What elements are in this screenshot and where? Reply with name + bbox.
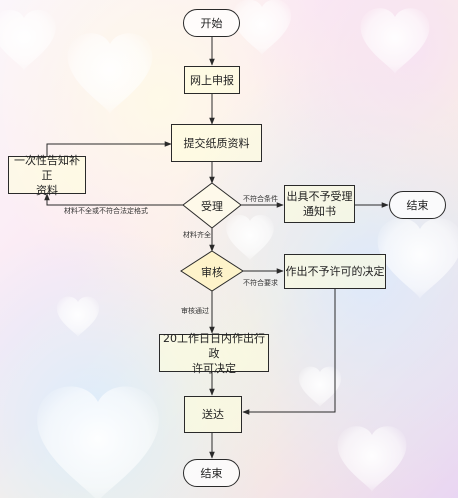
arrow-deny-to-deliver xyxy=(242,289,336,415)
edge-label-review-passed: 审核通过 xyxy=(181,307,209,315)
edge-label-materials-complete: 材料齐全 xyxy=(183,231,211,239)
online-apply-box: 网上申报 xyxy=(184,66,240,94)
arrow-supplement-to-submit xyxy=(46,141,172,156)
permit-decision-box: 20工作日日内作出行政 许可决定 xyxy=(159,331,269,375)
permit-decision-label-1: 20工作日日内作出行政 xyxy=(163,331,265,360)
reject-notice-label-2: 通知书 xyxy=(303,205,336,218)
start-terminal: 开始 xyxy=(183,9,240,37)
notify-supplement-label-2: 资料 xyxy=(36,183,58,197)
permit-decision-label-2: 许可决定 xyxy=(192,361,236,375)
deliver-box: 送达 xyxy=(184,396,242,433)
deny-decision-label: 作出不予许可的决定 xyxy=(285,265,385,278)
submit-docs-label: 提交纸质资料 xyxy=(183,136,250,150)
submit-docs-box: 提交纸质资料 xyxy=(171,124,262,162)
accept-diamond xyxy=(182,182,242,229)
notify-supplement-label-1: 一次性告知补正 xyxy=(14,153,80,182)
deliver-label: 送达 xyxy=(202,408,224,421)
reject-notice-label-1: 出具不予受理 xyxy=(286,190,353,203)
end-reject-label: 结束 xyxy=(406,198,429,212)
end-label: 结束 xyxy=(200,466,223,480)
review-diamond xyxy=(180,250,244,292)
start-label: 开始 xyxy=(200,16,223,30)
notify-supplement-box: 一次性告知补正 资料 xyxy=(8,153,86,197)
end-terminal: 结束 xyxy=(183,459,240,487)
arrow-accept-to-supplement xyxy=(44,193,184,206)
edge-label-not-meet-requirements: 不符合要求 xyxy=(243,279,278,287)
review-label: 审核 xyxy=(201,266,223,279)
reject-notice-box: 出具不予受理 通知书 xyxy=(284,185,355,223)
edge-label-not-meet-conditions: 不符合条件 xyxy=(243,195,278,203)
deny-decision-box: 作出不予许可的决定 xyxy=(284,254,386,289)
end-reject-terminal: 结束 xyxy=(389,191,446,219)
online-apply-label: 网上申报 xyxy=(190,73,234,87)
accept-label: 受理 xyxy=(201,200,223,213)
edge-label-materials-incomplete: 材料不全或不符合法定格式 xyxy=(64,207,148,215)
